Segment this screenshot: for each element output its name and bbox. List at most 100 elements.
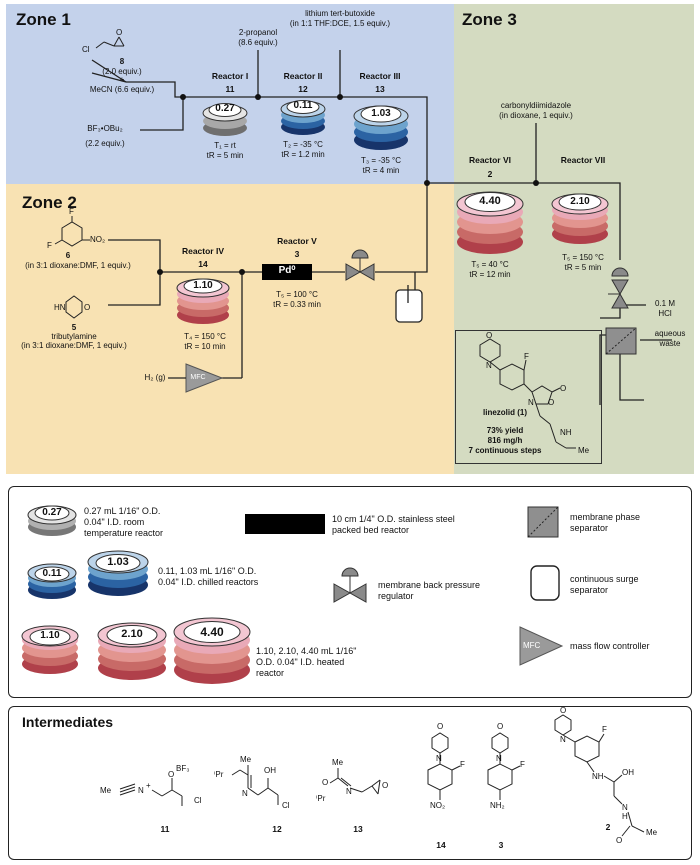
reactor-6-product: 2 <box>487 169 493 179</box>
legend-mfc-text: mass flow controller <box>570 641 650 651</box>
i11-cl: Cl <box>194 796 202 805</box>
i13-ipr: ⁱPr <box>316 794 326 803</box>
legend-chilled-volume-2: 1.03 <box>107 556 129 568</box>
reactor-6-time: tR = 12 min <box>469 270 511 279</box>
reactor-1-name: Reactor I <box>211 71 249 81</box>
reactor-6-volume: 4.40 <box>479 195 501 207</box>
i2-h: H <box>622 812 628 821</box>
legend-pbr-text-1: 10 cm 1/4" O.D. stainless steel <box>332 514 455 524</box>
lin-nh: NH <box>560 428 572 437</box>
reactor-2-volume: 0.11 <box>293 100 313 111</box>
reactor-3-volume: 1.03 <box>371 108 391 119</box>
c6-f1: F <box>69 207 74 216</box>
i14-f: F <box>460 760 465 769</box>
i13-o: O <box>322 778 329 787</box>
legend-surge-text-1: continuous surge <box>570 574 639 584</box>
bf3-equiv: (2.2 equiv.) <box>85 139 125 148</box>
compound-5-number: 5 <box>71 323 77 332</box>
waste-label-1: aqueous <box>654 329 686 338</box>
reactor-1-time: tR = 5 min <box>206 151 244 160</box>
cdi-cond: (in dioxane, 1 equiv.) <box>499 111 573 120</box>
intermediate-13-number: 13 <box>353 824 363 834</box>
i12-ipr: ⁱPr <box>214 770 224 779</box>
i13-o2: O <box>382 781 389 790</box>
reactor-4-temp: T₄ = 150 °C <box>184 332 226 341</box>
legend-chilled-text-1: 0.11, 1.03 mL 1/16" O.D. <box>158 566 257 576</box>
i2-nh: NH <box>592 772 604 781</box>
reactor-4-time: tR = 10 min <box>184 342 226 351</box>
reactor-1-product: 11 <box>225 84 235 94</box>
reactor-2-time: tR = 1.2 min <box>281 150 325 159</box>
legend-sep-text-2: separator <box>570 523 609 533</box>
i11-n: N <box>138 786 144 795</box>
lin-o: O <box>486 331 493 340</box>
i14-o: O <box>437 722 444 731</box>
reactor-3-temp: T₃ = -35 °C <box>360 156 402 165</box>
reactor-5-time: tR = 0.33 min <box>273 300 321 309</box>
i12-n: N <box>242 789 248 798</box>
intermediates-title: Intermediates <box>22 714 114 730</box>
morph-o: O <box>84 303 91 312</box>
i14-no2: NO₂ <box>430 801 446 810</box>
intermediate-14-number: 14 <box>436 840 446 850</box>
intermediate-2-number: 2 <box>605 822 611 832</box>
legend-heated-text-3: reactor <box>256 668 285 678</box>
bpr-zone2-icon <box>345 249 375 281</box>
lin-n2: N <box>528 398 534 407</box>
legend-rt-text-3: temperature reactor <box>84 528 164 538</box>
epi-cl-atom: Cl <box>82 45 90 54</box>
intermediate-12-number: 12 <box>272 824 282 834</box>
zone-1-background <box>6 4 454 184</box>
hcl-conc: 0.1 M <box>654 299 675 308</box>
tbuoli-label: lithium tert-butoxide <box>305 9 375 18</box>
i12-cl: Cl <box>282 801 290 810</box>
reactor-5-name: Reactor V <box>277 236 317 246</box>
i13-n: N <box>346 787 352 796</box>
reactor-7-volume: 2.10 <box>570 196 590 207</box>
product-steps: 7 continuous steps <box>468 446 542 455</box>
lin-n: N <box>486 361 492 370</box>
tributylamine-label: tributylamine <box>51 332 97 341</box>
i3-f: F <box>520 760 525 769</box>
intermediate-3-number: 3 <box>498 840 504 850</box>
i3-o: O <box>497 722 504 731</box>
bf3-label: BF₃•OBu₂ <box>87 124 123 133</box>
bpr-zone3-icon <box>608 267 629 309</box>
lin-f: F <box>524 352 529 361</box>
legend-pbr-text-2: packed bed reactor <box>332 525 410 535</box>
reactor-2-product: 12 <box>298 84 308 94</box>
product-name: linezolid (1) <box>483 408 527 417</box>
reactor-6-name: Reactor VI <box>468 155 512 165</box>
epi-o-atom: O <box>116 28 123 37</box>
cdi-label: carbonyldiimidazole <box>500 101 572 110</box>
intermediate-11-number: 11 <box>160 824 170 834</box>
zone-3-title: Zone 3 <box>462 10 517 29</box>
zone-1-title: Zone 1 <box>16 10 71 29</box>
i11-plus: + <box>146 781 151 790</box>
product-box <box>455 330 602 464</box>
legend-sep-text-1: membrane phase <box>570 512 641 522</box>
legend-heated-volume-1: 1.10 <box>40 630 60 641</box>
product-rate: 816 mg/h <box>487 436 523 445</box>
i2-n: N <box>560 735 566 744</box>
legend-heated-volume-2: 2.10 <box>121 628 143 640</box>
i11-o: O <box>168 770 175 779</box>
reactor-4-volume: 1.10 <box>193 280 213 291</box>
reactor-4-product: 14 <box>198 259 208 269</box>
mfc-zone2-label: MFC <box>190 374 206 381</box>
packed-bed-reactor <box>262 264 312 280</box>
legend-rt-text-1: 0.27 mL 1/16" O.D. <box>84 506 161 516</box>
mecn-label: MeCN (6.6 equiv.) <box>89 85 155 94</box>
phase-separator-icon <box>605 327 637 355</box>
i2-o: O <box>560 706 567 715</box>
legend-surge-text-2: separator <box>570 585 609 595</box>
reactor-3-product: 13 <box>375 84 385 94</box>
product-yield: 73% yield <box>486 426 524 435</box>
tbuoli-cond: (in 1:1 THF:DCE, 1.5 equiv.) <box>289 19 391 28</box>
legend-mfc-label: MFC <box>523 641 541 650</box>
compound-6-number: 6 <box>65 251 71 260</box>
i2-f: F <box>602 725 607 734</box>
i14-n: N <box>436 754 442 763</box>
legend-bpr-text-1: membrane back pressure <box>378 580 481 590</box>
